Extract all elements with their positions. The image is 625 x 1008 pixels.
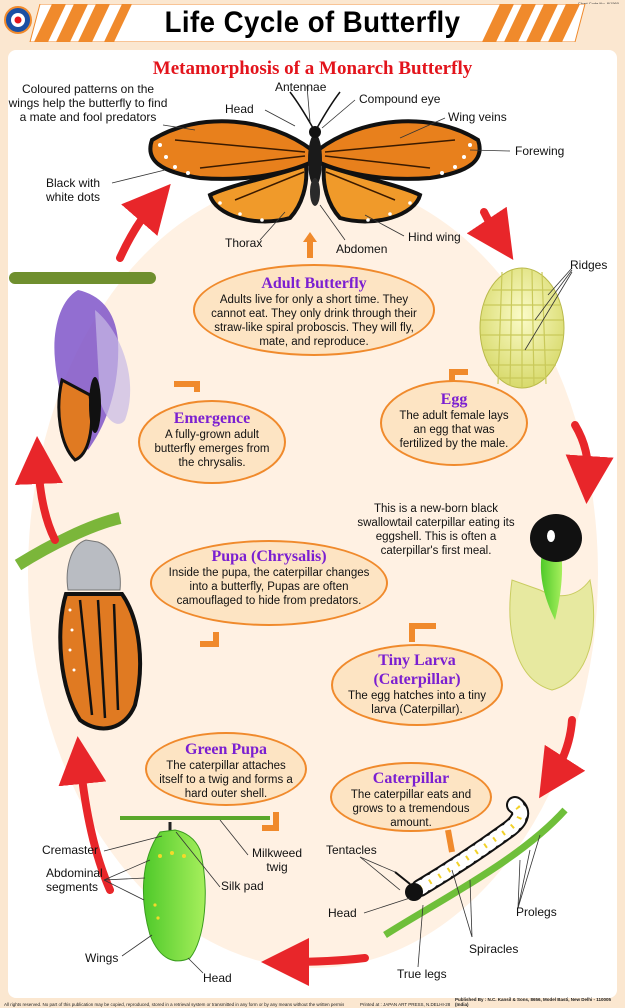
stage-text-caterpillar: The caterpillar eats and grows to a trem…	[350, 789, 472, 829]
label-abdominal-segments: Abdominal segments	[46, 866, 103, 894]
label-wings: Wings	[85, 951, 119, 965]
bubble-green-pupa: Green Pupa The caterpillar attaches itse…	[145, 732, 307, 806]
label-caterpillar-head: Head	[328, 906, 357, 920]
monarch-butterfly-icon	[148, 91, 482, 224]
stage-title-emergence: Emergence	[173, 410, 251, 427]
stage-text-tiny-larva: The egg hatches into a tiny larva (Cater…	[347, 690, 487, 716]
label-milkweed-twig: Milkweed twig	[251, 846, 302, 874]
green-pupa-icon	[120, 816, 270, 962]
label-spiracles: Spiracles	[469, 942, 519, 956]
caterpillar-icon	[383, 796, 568, 938]
label-tentacles: Tentacles	[326, 843, 377, 857]
stage-text-pupa: Inside the pupa, the caterpillar changes…	[168, 567, 370, 607]
label-wing-veins: Wing veins	[448, 110, 507, 124]
label-true-legs: True legs	[397, 967, 447, 981]
publisher-logo-icon	[4, 6, 32, 34]
label-cremaster: Cremaster	[42, 843, 99, 857]
cycle-arrows-icon	[14, 183, 614, 986]
label-antennae: Antennae	[275, 80, 327, 94]
stage-text-egg: The adult female lays an egg that was fe…	[399, 410, 509, 450]
page-title: Life Cycle of Butterfly	[164, 6, 461, 39]
header-bar	[0, 4, 625, 42]
label-coloured-patterns: Coloured patterns on the wings help the …	[8, 82, 168, 124]
stage-title-tiny-larva: Tiny Larva (Caterpillar)	[373, 652, 461, 688]
label-prolegs: Prolegs	[516, 905, 557, 919]
bubble-adult-butterfly: Adult Butterfly Adults live for only a s…	[193, 264, 435, 356]
egg-icon	[479, 267, 565, 389]
label-compound-eye: Compound eye	[359, 92, 441, 106]
label-thorax: Thorax	[225, 236, 263, 250]
stage-text-adult: Adults live for only a short time. They …	[211, 294, 417, 348]
stage-title-pupa: Pupa (Chrysalis)	[211, 548, 327, 565]
chrysalis-icon	[14, 512, 143, 731]
chart-code: Chart Code No. 8/1560	[577, 1, 619, 6]
bubble-tiny-larva: Tiny Larva (Caterpillar) The egg hatches…	[331, 644, 503, 726]
leader-lines	[103, 85, 573, 974]
stage-title-adult: Adult Butterfly	[261, 275, 367, 292]
newborn-caterpillar-icon	[509, 514, 595, 691]
label-forewing: Forewing	[515, 144, 565, 158]
bubble-emergence: Emergence A fully-grown adult butterfly …	[138, 400, 286, 484]
footer-publisher: Published By : N.C. Kansil & Sons, 8656,…	[455, 997, 612, 1007]
newborn-caterpillar-note: This is a new-born black swallowtail cat…	[357, 503, 515, 557]
label-ridges: Ridges	[570, 258, 608, 272]
label-black-dots: Black with white dots	[46, 176, 101, 204]
stage-title-egg: Egg	[440, 391, 468, 408]
page-subtitle: Metamorphosis of a Monarch Butterfly	[152, 58, 473, 79]
stage-title-green-pupa: Green Pupa	[185, 741, 267, 758]
label-silk-pad: Silk pad	[221, 879, 264, 893]
label-abdomen: Abdomen	[336, 242, 388, 256]
bubble-pupa-chrysalis: Pupa (Chrysalis) Inside the pupa, the ca…	[150, 540, 388, 626]
stage-text-green-pupa: The caterpillar attaches itself to a twi…	[159, 760, 293, 800]
bubble-caterpillar: Caterpillar The caterpillar eats and gro…	[330, 762, 492, 832]
stage-text-emergence: A fully-grown adult butterfly emerges fr…	[154, 429, 270, 469]
label-pupa-head: Head	[203, 971, 232, 985]
footer-rights: All rights reserved. No part of this pub…	[4, 1002, 344, 1007]
emerging-butterfly-icon	[9, 272, 156, 462]
footer-printer: Printed at : JAPAN ART PRESS, N.DELHI-28	[360, 1002, 451, 1007]
label-hind-wing: Hind wing	[408, 230, 461, 244]
bubble-egg: Egg The adult female lays an egg that wa…	[380, 380, 528, 466]
stage-title-caterpillar: Caterpillar	[372, 770, 450, 787]
label-head: Head	[225, 102, 254, 116]
